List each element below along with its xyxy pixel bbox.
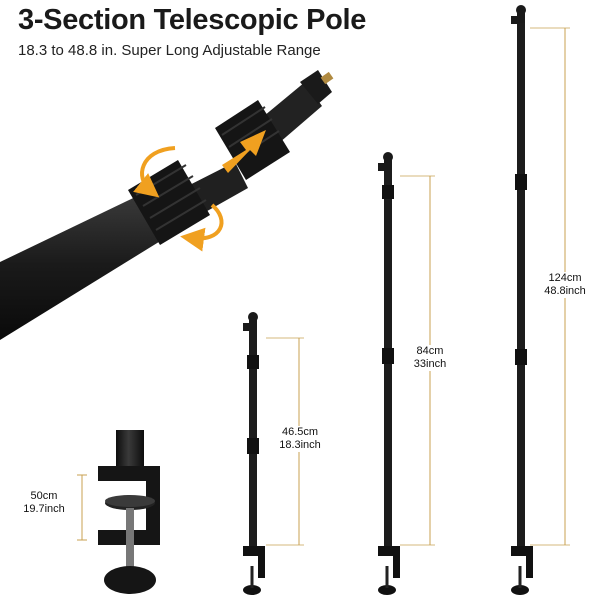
- measurement-label-tall: 124cm 48.8inch: [537, 272, 593, 298]
- page-subtitle: 18.3 to 48.8 in. Super Long Adjustable R…: [18, 42, 321, 59]
- measurement-metric: 84cm: [416, 345, 444, 357]
- desk-clamp: [77, 430, 160, 594]
- pole-tall: [511, 5, 570, 595]
- measurement-imperial: 48.8inch: [544, 285, 586, 297]
- measurement-imperial: 33inch: [413, 358, 447, 370]
- extend-arrow-icon: [222, 130, 266, 173]
- measurement-imperial: 19.7inch: [23, 503, 65, 515]
- page-title: 3-Section Telescopic Pole: [18, 4, 367, 36]
- pole-medium: [378, 152, 435, 595]
- closeup-pole: [0, 70, 334, 340]
- measurement-metric: 46.5cm: [281, 426, 319, 438]
- rotate-arrow-icon: [180, 203, 224, 252]
- measurement-label-clamp: 50cm 19.7inch: [14, 490, 74, 516]
- measurement-label-short: 46.5cm 18.3inch: [272, 426, 328, 452]
- measurement-metric: 124cm: [548, 272, 582, 284]
- pole-short: [243, 312, 304, 595]
- measurement-metric: 50cm: [30, 490, 58, 502]
- measurement-label-medium: 84cm 33inch: [404, 345, 456, 371]
- rotate-arrow-icon: [133, 146, 176, 198]
- measurement-imperial: 18.3inch: [279, 439, 321, 451]
